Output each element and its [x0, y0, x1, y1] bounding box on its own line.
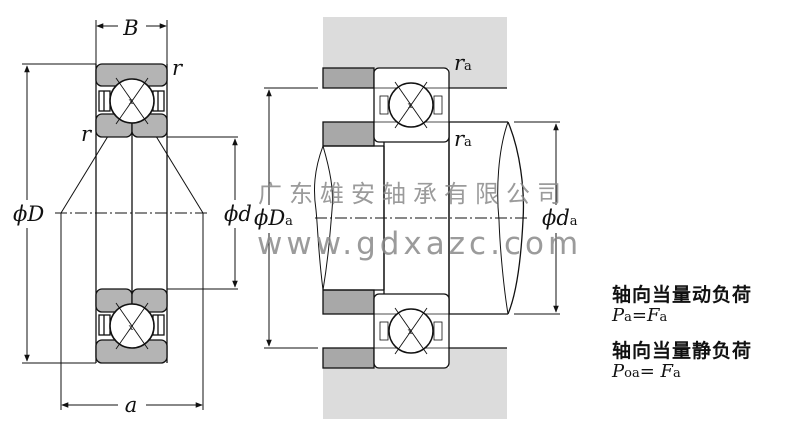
legend-static-formula: Poa= Fa [612, 361, 681, 382]
spacer-top-outer [322, 67, 375, 89]
label-phi-Da: ϕDa [254, 206, 293, 230]
spacer-bottom-outer [322, 347, 375, 369]
svg-text:x: x [408, 101, 413, 110]
label-ra-shaft: ra [454, 127, 472, 151]
load-legend: 轴向当量动负荷 Pa=Fa 轴向当量静负荷 Poa= Fa [612, 284, 752, 396]
spacer-top-inner [322, 121, 375, 147]
left-bearing-section [22, 20, 238, 410]
label-phi-d: ϕd [224, 202, 252, 226]
label-phi-da: ϕda [542, 206, 578, 230]
svg-text:x: x [129, 97, 134, 106]
svg-text:x: x [408, 327, 413, 336]
label-a: a [125, 393, 138, 417]
watermark-company: 广东雄安轴承有限公司 [258, 180, 568, 208]
legend-dynamic-title: 轴向当量动负荷 [612, 284, 753, 306]
legend-dynamic-formula: Pa=Fa [612, 305, 668, 326]
right-mounting-section [264, 17, 560, 419]
label-r-top: r [172, 56, 184, 80]
label-ra-top: ra [454, 51, 472, 75]
label-phi-D: ϕD [13, 202, 44, 226]
legend-static-title: 轴向当量静负荷 [612, 340, 753, 362]
spacer-bottom-inner [322, 289, 375, 315]
label-r-inner: r [81, 122, 93, 146]
label-B: B [122, 16, 138, 40]
watermark-website: www.gdxazc.com [257, 226, 582, 262]
svg-text:x: x [129, 323, 134, 332]
